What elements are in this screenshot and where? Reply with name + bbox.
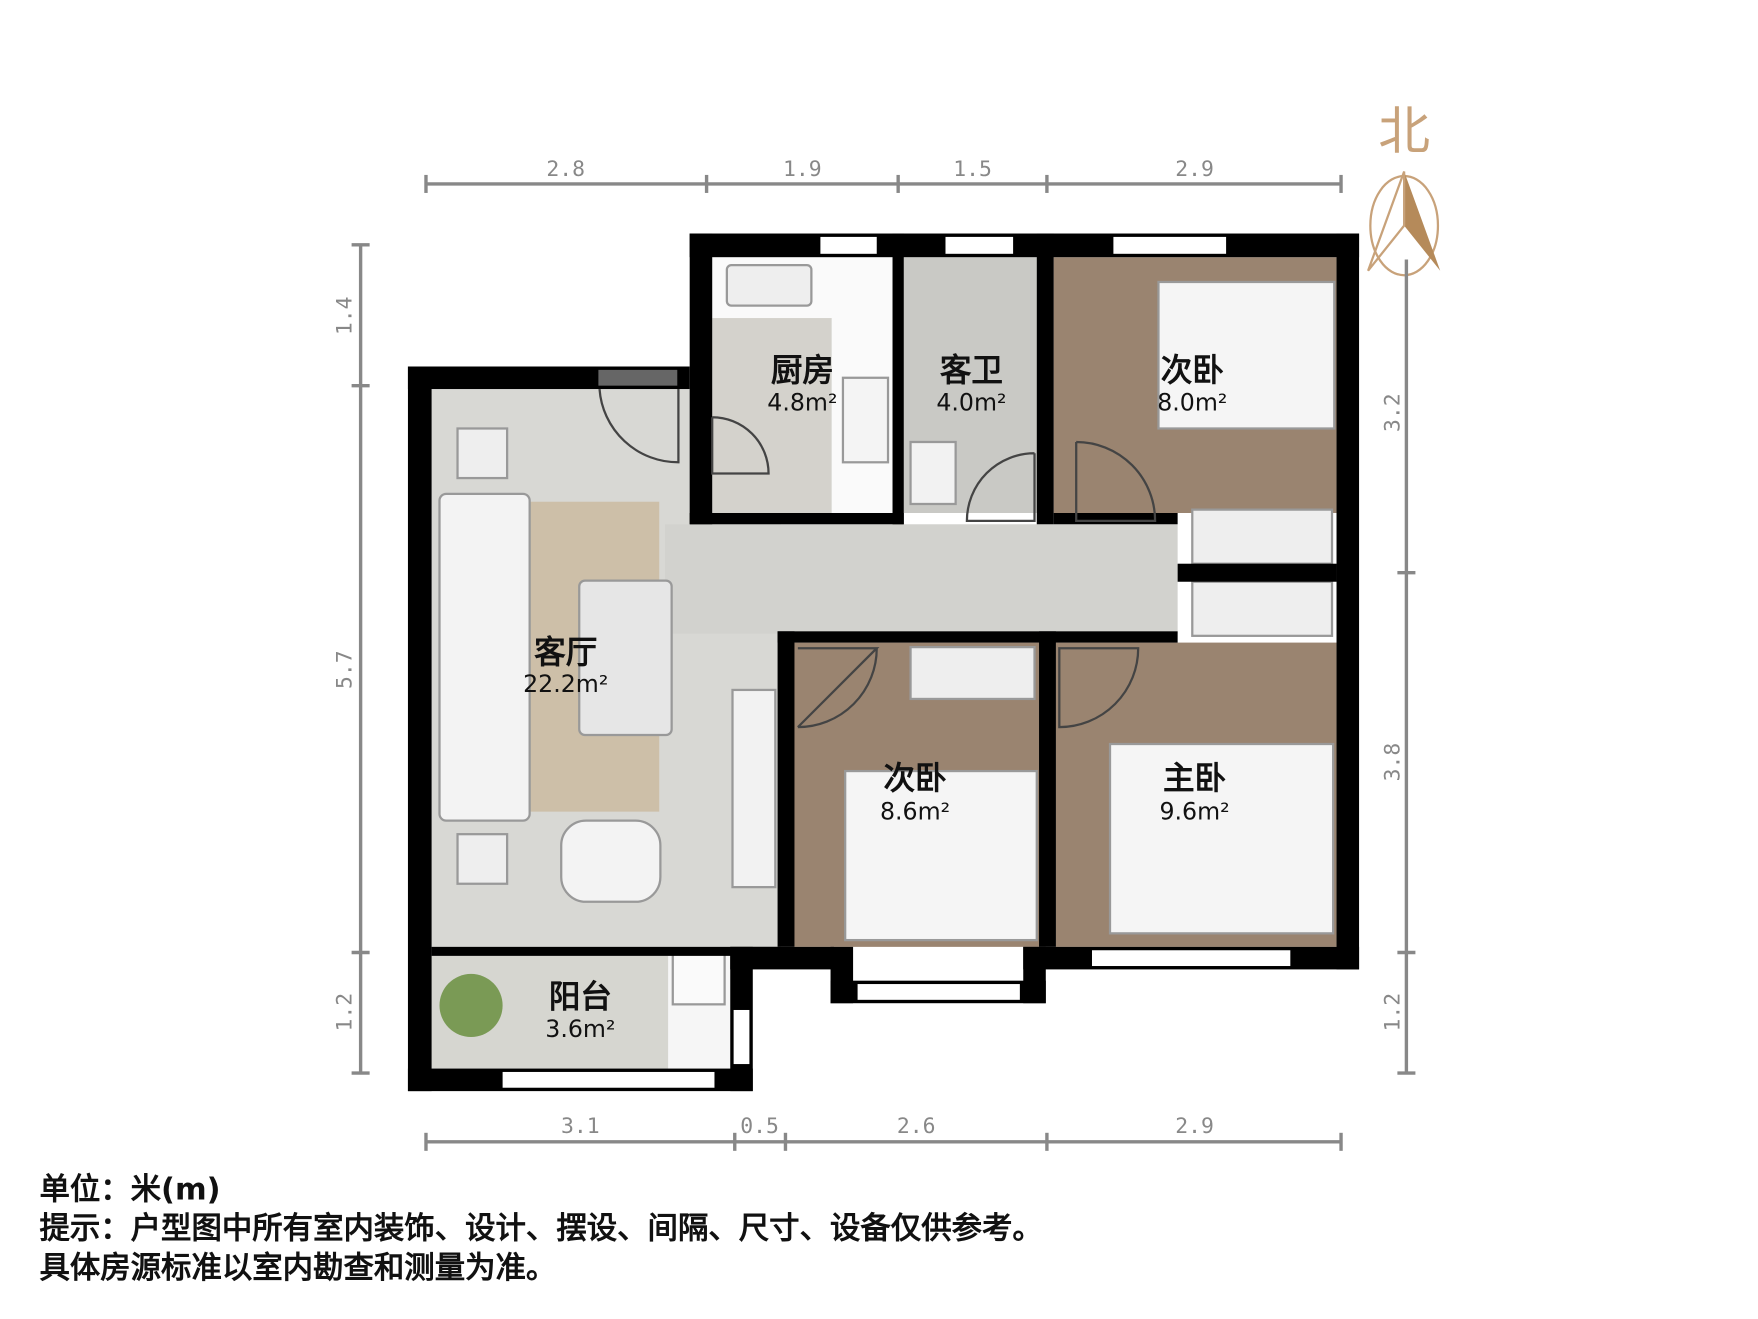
sink	[725, 263, 813, 307]
room-second-bedroom-north: 次卧 8.0m²	[1157, 353, 1227, 416]
door-bed2[interactable]	[797, 647, 880, 729]
coffee-table	[578, 579, 673, 737]
dim-left-3: 1.2	[333, 993, 358, 1032]
room-guest-bath: 客卫 4.0m²	[936, 352, 1006, 416]
windows	[500, 234, 1293, 1090]
room-area: 4.8m²	[767, 388, 837, 416]
window-bed2	[855, 981, 1023, 1003]
kitchen-tile	[712, 318, 832, 513]
room-area: 9.6m²	[1159, 798, 1229, 826]
dim-bottom-3: 2.6	[897, 1114, 936, 1139]
disclaimer-line-1: 提示：户型图中所有室内装饰、设计、摆设、间隔、尺寸、设备仅供参考。	[39, 1211, 1042, 1247]
dim-left-1: 1.4	[333, 296, 358, 335]
tv-cabinet	[731, 688, 777, 889]
sofa	[438, 492, 531, 822]
window-master	[1089, 947, 1293, 969]
room-name: 客厅	[534, 634, 597, 671]
room-master-bedroom: 主卧 9.6m²	[1159, 761, 1229, 825]
room-area: 22.2m²	[523, 670, 608, 698]
room-area: 8.0m²	[1157, 388, 1227, 416]
room-second-bedroom-south: 次卧 8.6m²	[880, 761, 950, 825]
window-bed1	[1111, 234, 1229, 257]
side-table-1	[456, 427, 509, 480]
wardrobe-1	[1191, 508, 1334, 565]
disclaimer-line-2: 具体房源标准以室内勘查和测量为准。	[39, 1250, 556, 1286]
dim-top-3: 1.5	[953, 157, 992, 182]
wardrobe-2	[1191, 580, 1334, 637]
bed-2	[844, 769, 1038, 942]
room-living: 客厅 22.2m²	[523, 634, 608, 698]
bed-1	[1157, 280, 1336, 430]
bath-sink	[909, 440, 957, 506]
stove	[841, 376, 890, 464]
plant-icon	[439, 973, 503, 1038]
entry-door-frame	[596, 367, 680, 388]
armchair	[560, 819, 662, 903]
north-label: 北	[1378, 102, 1430, 162]
room-balcony: 阳台 3.6m²	[545, 980, 615, 1043]
side-table-2	[456, 833, 509, 885]
window-balcony	[500, 1069, 717, 1090]
room-name: 客卫	[940, 352, 1003, 389]
dim-top-4: 2.9	[1175, 157, 1214, 182]
dim-left-2: 5.7	[333, 650, 358, 689]
dimension-labels: 2.8 1.9 1.5 2.9 3.1 0.5 2.6 2.9 1.4 5.7 …	[333, 157, 1406, 1139]
furniture	[438, 263, 1336, 1038]
dim-top-1: 2.8	[546, 157, 585, 182]
window-kitchen	[818, 234, 879, 257]
dim-bottom-1: 3.1	[561, 1114, 600, 1139]
dim-top-2: 1.9	[783, 157, 822, 182]
dim-bottom-4: 2.9	[1175, 1114, 1214, 1139]
room-name: 主卧	[1163, 761, 1226, 797]
dim-right-1: 3.2	[1381, 393, 1406, 432]
room-area: 3.6m²	[545, 1015, 615, 1043]
unit-note: 单位：米(m)	[39, 1171, 220, 1207]
washer	[671, 951, 726, 1006]
room-kitchen: 厨房 4.8m²	[767, 353, 837, 416]
corridor-floor	[664, 524, 1178, 634]
north-arrow-icon	[1404, 171, 1441, 271]
room-labels: 厨房 4.8m² 客卫 4.0m² 次卧 8.0m² 客厅 22.2m² 次卧 …	[523, 352, 1230, 1043]
door-bed1[interactable]	[1075, 440, 1157, 523]
door-bath[interactable]	[965, 452, 1036, 523]
room-name: 次卧	[1161, 353, 1224, 389]
wardrobe-3	[909, 645, 1036, 701]
dim-right-2: 3.8	[1381, 743, 1406, 782]
room-area: 4.0m²	[936, 388, 1006, 416]
doors	[598, 388, 1157, 729]
room-area: 8.6m²	[880, 798, 950, 826]
room-name: 厨房	[771, 353, 834, 389]
bed-master	[1108, 742, 1335, 935]
notes: 单位：米(m) 提示：户型图中所有室内装饰、设计、摆设、间隔、尺寸、设备仅供参考…	[39, 1171, 1042, 1286]
compass: 北	[1367, 102, 1441, 277]
door-kitchen[interactable]	[711, 416, 770, 475]
dim-right-3: 1.2	[1381, 993, 1406, 1032]
door-master[interactable]	[1058, 647, 1140, 729]
room-name: 次卧	[884, 761, 947, 797]
window-balcony-side	[731, 1007, 752, 1067]
dimension-lines	[351, 174, 1416, 1151]
window-bath	[943, 234, 1016, 257]
door-entry[interactable]	[598, 388, 680, 464]
room-name: 阳台	[549, 980, 612, 1016]
north-arrow-left-icon	[1367, 171, 1406, 272]
dim-bottom-2: 0.5	[740, 1114, 779, 1139]
